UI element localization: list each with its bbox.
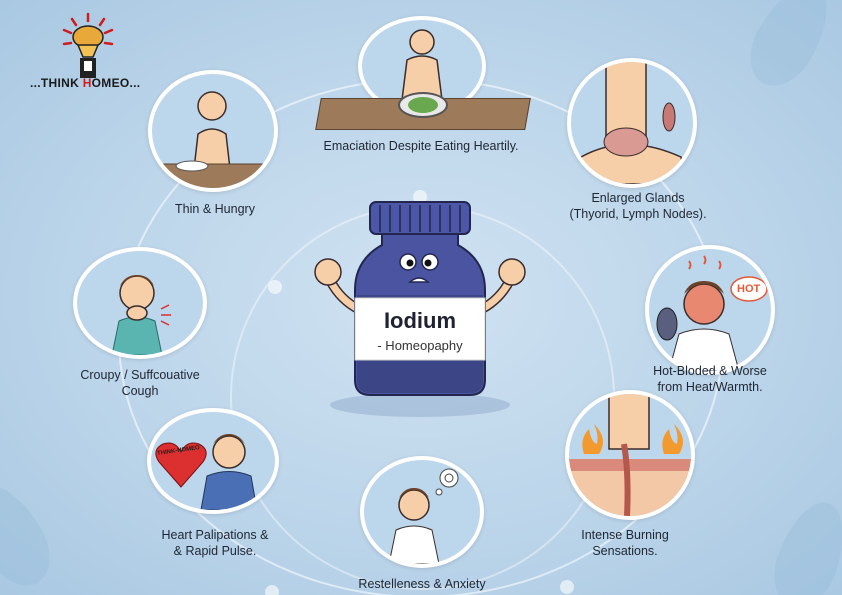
swollen-neck-glands-icon <box>575 62 687 184</box>
food-plate-icon <box>398 92 448 118</box>
thin-hungry-man-icon <box>152 91 274 188</box>
emaciated-man-eating-icon <box>401 29 443 101</box>
symptom-label-anxiety: Restelleness & Anxiety <box>358 577 486 591</box>
symptom-bubble-burning <box>565 390 695 520</box>
heart-palpitation-boy-icon <box>155 434 258 510</box>
ring-dot <box>265 585 279 595</box>
symptom-bubble-palpitations: THINK-HOMEO <box>147 408 279 514</box>
leaf-decoration-icon <box>736 0 842 98</box>
symptom-bubble-glands <box>567 58 697 188</box>
leaf-decoration-icon <box>0 472 64 595</box>
symptom-label-glands: Enlarged Glands(Thyorid, Lymph Nodes). <box>569 191 707 221</box>
coughing-boy-icon <box>111 275 171 355</box>
symptom-bubble-anxiety <box>360 456 484 568</box>
ring-dot <box>413 190 427 204</box>
symptom-label-emaciation: Emaciation Despite Eating Heartily. <box>323 139 519 153</box>
symptom-bubble-cough <box>73 247 207 359</box>
symptom-bubble-thin <box>148 70 278 192</box>
symptom-bubble-hot: HOT <box>645 245 775 375</box>
ring-dot <box>268 280 282 294</box>
burning-throat-icon <box>569 394 691 516</box>
leaf-decoration-icon <box>762 493 842 595</box>
think-homeo-logo <box>28 12 158 97</box>
bottle-subtitle: - Homeopaphy <box>377 338 463 353</box>
ring-dot <box>560 580 574 594</box>
symptom-label-thin: Thin & Hungry <box>175 202 255 216</box>
worried-medicine-bottle-icon <box>314 201 526 417</box>
hot-speech-bubble: HOT <box>737 283 761 295</box>
brain-lightbulb-icon <box>62 12 114 78</box>
anxious-boy-icon <box>388 468 459 564</box>
logo-text: ...THINK HOMEO... <box>30 76 141 90</box>
bottle-title: Iodium <box>383 308 457 333</box>
symptom-label-palpitations: Heart Palipations && Rapid Pulse. <box>161 528 269 558</box>
iodium-bottle: Iodium - Homeopaphy <box>300 190 540 420</box>
overheated-boy-fan-icon <box>656 255 768 371</box>
